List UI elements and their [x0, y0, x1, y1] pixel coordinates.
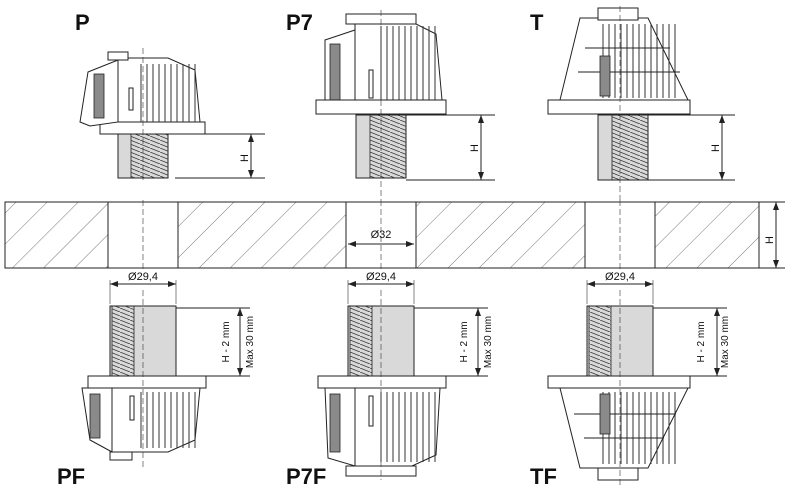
plate-height-label: H — [764, 236, 776, 244]
bore-mid-label: Ø29,4 — [366, 271, 396, 283]
height-label-t: H — [710, 144, 722, 152]
height-dim-tf: H - 2 mm Max 30 mm — [653, 307, 731, 377]
plate — [4, 200, 760, 270]
height-dim-p: H — [175, 133, 265, 179]
height-label-p7f-2: Max 30 mm — [483, 316, 494, 368]
plate-height-dimension: H — [759, 201, 785, 269]
height-label-pf-2: Max 30 mm — [245, 316, 256, 368]
nozzle-p7 — [315, 10, 447, 200]
label-p: P — [75, 10, 90, 35]
nozzle-tf — [547, 290, 691, 486]
label-p7f: P7F — [286, 464, 326, 489]
label-p7: P7 — [286, 10, 313, 35]
bore-right-dimension: Ø29,4 — [586, 271, 654, 304]
label-pf: PF — [57, 464, 85, 489]
nozzle-p7f — [317, 290, 447, 480]
bore-left-dimension: Ø29,4 — [109, 271, 177, 304]
height-label-p7f-1: H - 2 mm — [459, 321, 470, 362]
bore-mid-dimension: Ø29,4 — [347, 271, 415, 304]
height-label-pf-1: H - 2 mm — [221, 321, 232, 362]
height-label-tf-1: H - 2 mm — [696, 321, 707, 362]
height-dim-p7f: H - 2 mm Max 30 mm — [414, 307, 494, 377]
nozzle-p — [79, 48, 206, 182]
label-t: T — [530, 10, 544, 35]
bore-p7-dimension: Ø32 — [348, 229, 414, 247]
nozzle-t — [547, 6, 691, 200]
label-tf: TF — [530, 464, 557, 489]
height-label-p7: H — [469, 144, 481, 152]
nozzle-pf — [81, 290, 207, 470]
height-label-tf-2: Max 30 mm — [720, 316, 731, 368]
bore-left-label: Ø29,4 — [128, 271, 158, 283]
height-dim-p7: H — [406, 114, 495, 181]
bore-p7-label: Ø32 — [371, 229, 392, 241]
bore-right-label: Ø29,4 — [605, 271, 635, 283]
height-dim-t: H — [648, 114, 735, 181]
height-label-p: H — [239, 154, 251, 162]
height-dim-pf: H - 2 mm Max 30 mm — [176, 307, 256, 377]
